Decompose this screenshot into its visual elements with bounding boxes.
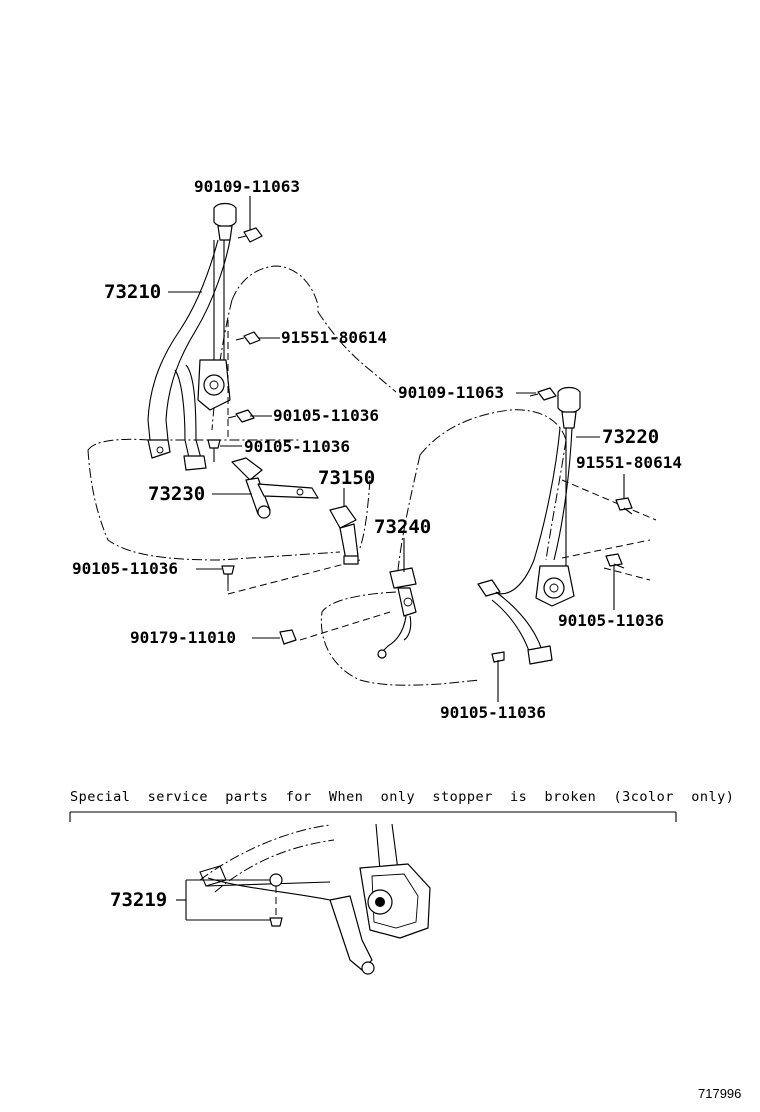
label-73150: 73150 [318, 467, 375, 489]
label-90179-11010: 90179-11010 [130, 628, 236, 647]
right-seat-outline [320, 409, 657, 686]
left-belt-assembly-73210 [147, 202, 237, 471]
label-90105-11036-a: 90105-11036 [273, 406, 379, 425]
right-belt-assembly-73220 [477, 386, 581, 665]
center-buckle-73240 [377, 567, 417, 659]
bolt-icon [207, 439, 221, 462]
bolt-icon [221, 565, 235, 584]
bolt-icon [227, 409, 255, 423]
bolt-icon [529, 387, 557, 401]
label-73219: 73219 [110, 889, 167, 911]
label-90105-11036-c: 90105-11036 [72, 559, 178, 578]
left-seat-outline [87, 265, 397, 561]
left-buckle-73230 [231, 457, 319, 519]
nut-icon [279, 629, 297, 645]
bolt-icon [491, 651, 505, 670]
stopper-detail [199, 823, 431, 975]
label-91551-80614-right: 91551-80614 [576, 453, 682, 472]
bolt-icon [237, 227, 263, 243]
bolt-icon [615, 497, 633, 515]
diagram-reference-number: 717996 [698, 1086, 741, 1101]
label-73230: 73230 [148, 483, 205, 505]
label-73240: 73240 [374, 516, 431, 538]
label-90105-11036-d: 90105-11036 [558, 611, 664, 630]
center-buckle-73150 [329, 505, 359, 565]
special-service-note: Special service parts for When only stop… [70, 789, 734, 805]
label-90105-11036-e: 90105-11036 [440, 703, 546, 722]
label-73220: 73220 [602, 426, 659, 448]
bolt-icon [235, 331, 261, 345]
bolt-icon [605, 553, 625, 569]
label-91551-80614-left: 91551-80614 [281, 328, 387, 347]
label-90109-11063-right: 90109-11063 [398, 383, 504, 402]
label-73210: 73210 [104, 281, 161, 303]
label-90105-11036-b: 90105-11036 [244, 437, 350, 456]
label-90109-11063-top: 90109-11063 [194, 177, 300, 196]
